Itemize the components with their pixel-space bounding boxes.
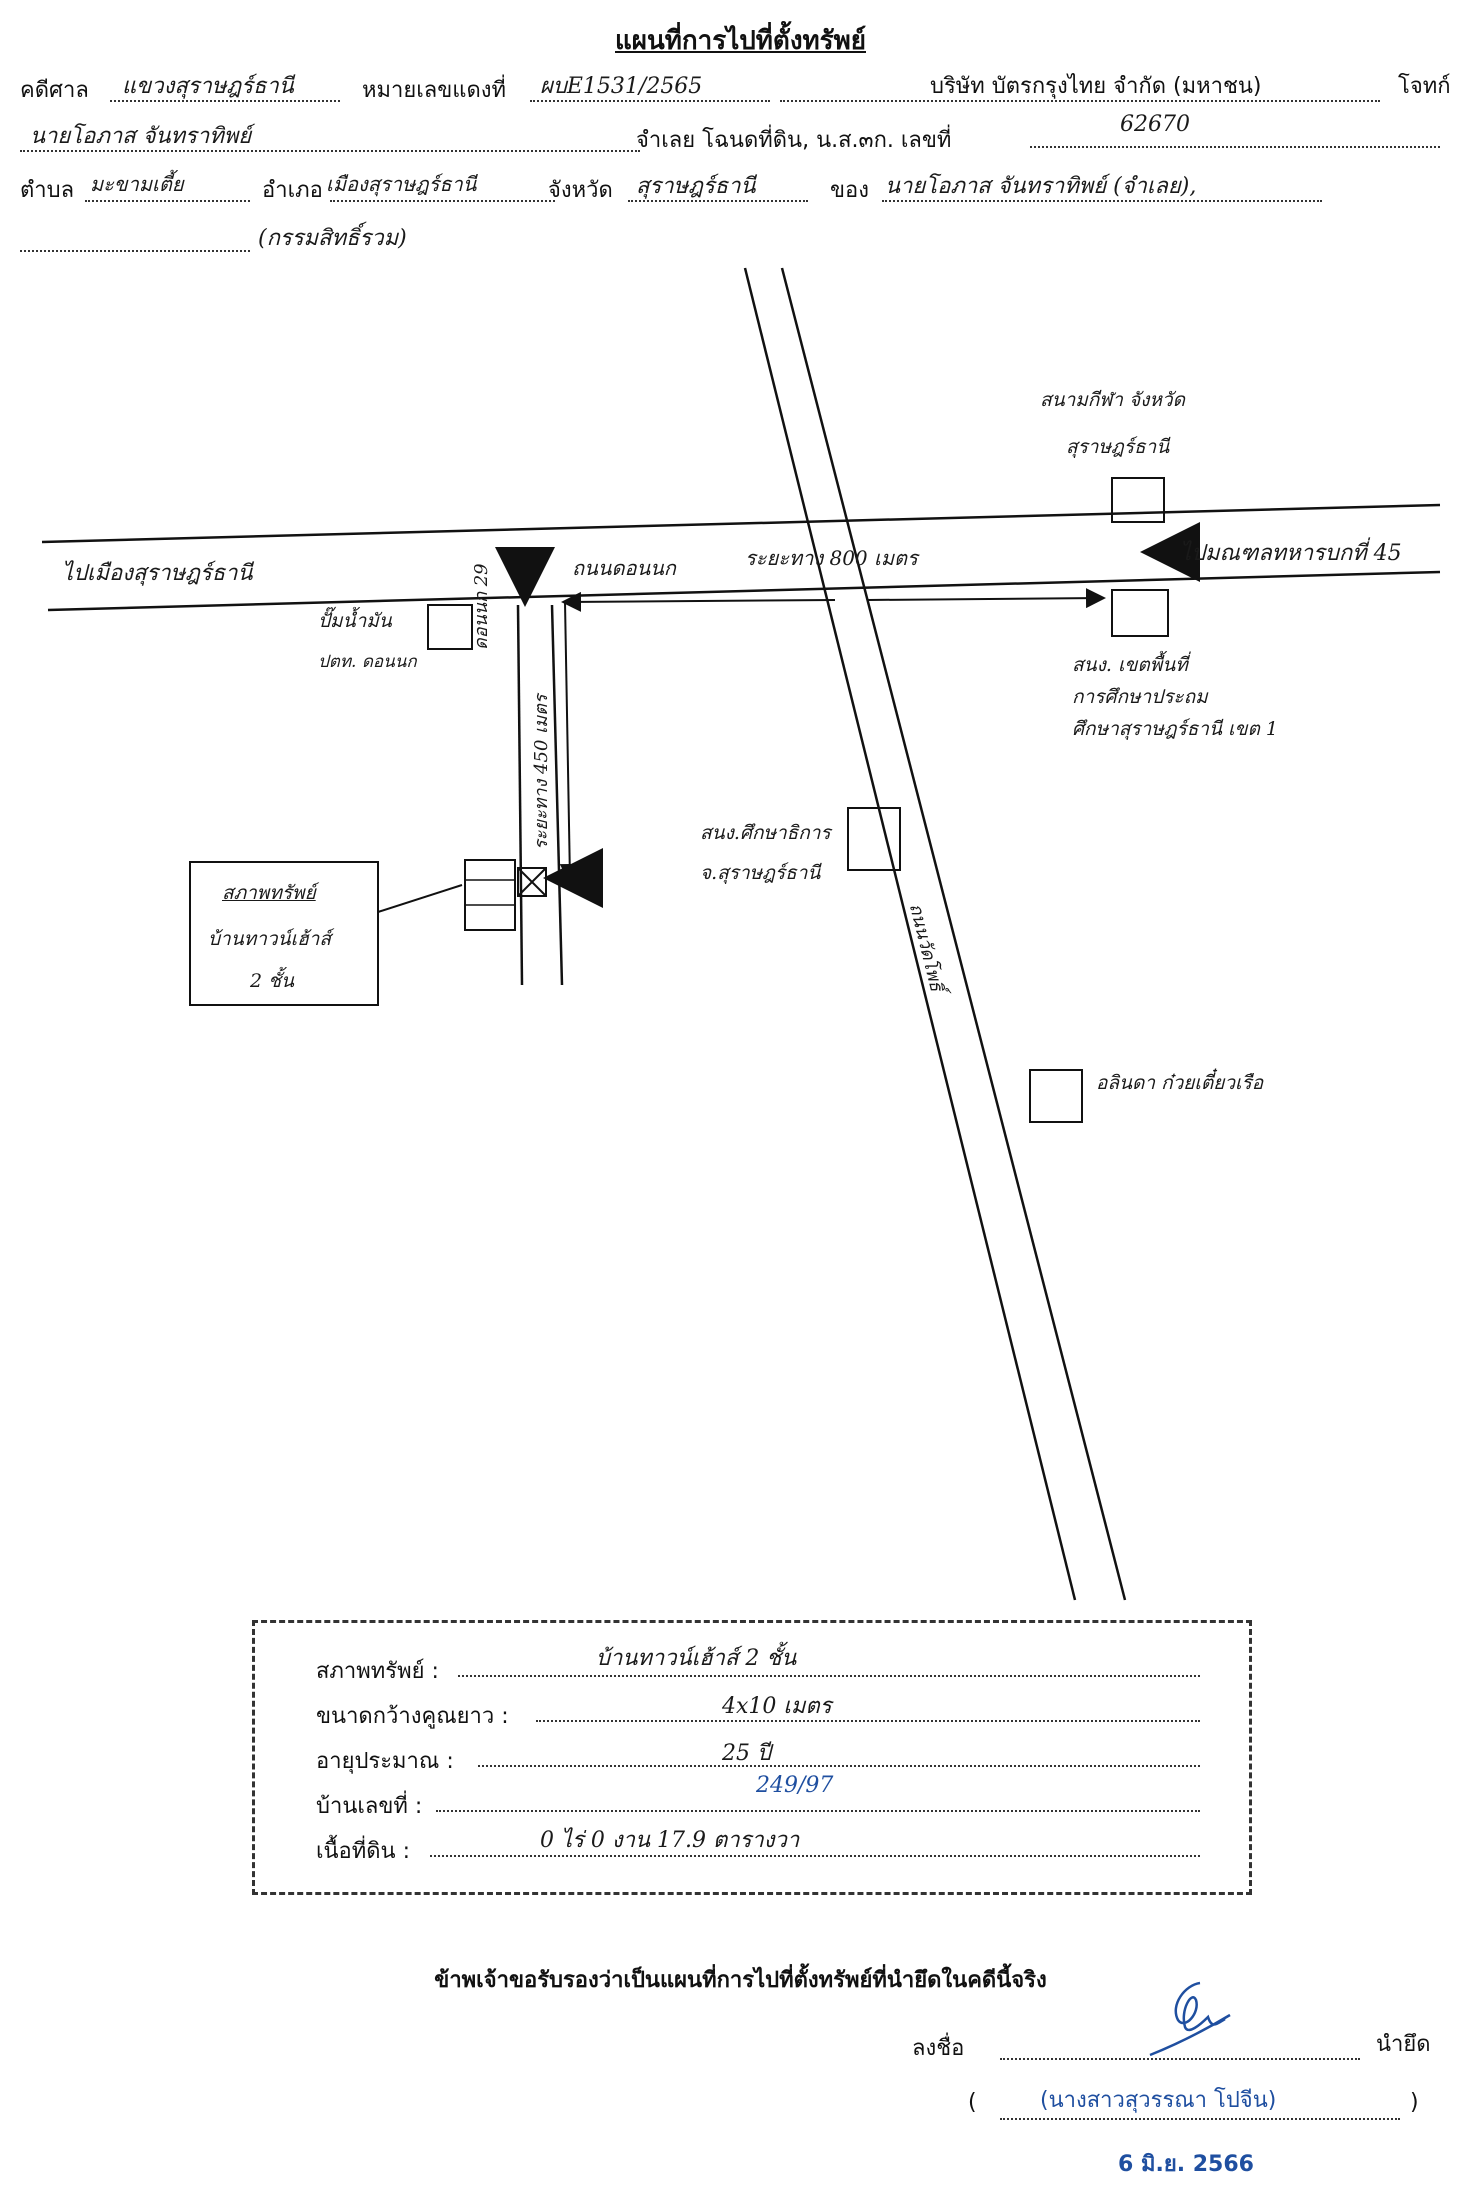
summary-value-condition: บ้านทาวน์เฮ้าส์ 2 ชั้น [596, 1646, 797, 1671]
deed-value: 62670 [1120, 112, 1190, 137]
edu-office-line-2: จ.สุราษฎร์ธานี [700, 862, 821, 884]
name-close-paren: ) [1410, 2090, 1419, 2115]
province-label: จังหวัด [548, 178, 613, 203]
page-title: แผนที่การไปที่ตั้งทรัพย์ [615, 26, 866, 56]
diagonal-road-right-edge [780, 267, 1127, 1601]
main-road-top-edge [41, 503, 1441, 544]
case-number-label: หมายเลขแดงที่ [362, 78, 506, 103]
district-value: เมืองสุราษฎร์ธานี [326, 172, 477, 196]
seizure-role-label: นำยึด [1376, 2032, 1431, 2057]
property-box-floors: 2 ชั้น [250, 970, 295, 992]
edu-office-line-1: สนง.ศึกษาธิการ [700, 822, 831, 844]
court-value: แขวงสุราษฎร์ธานี [122, 74, 294, 99]
to-base-label: ไปมณฑลทหารบกที่ 45 [1180, 541, 1402, 566]
date-stamp: 6 มิ.ย. 2566 [1118, 2152, 1254, 2177]
summary-label-condition: สภาพทรัพย์ : [316, 1659, 439, 1684]
subdistrict-value: มะขามเตี้ย [90, 172, 184, 196]
summary-label-land-area: เนื้อที่ดิน : [316, 1839, 411, 1864]
edu-office-landmark [847, 807, 901, 871]
noodle-shop-label: อลินดา ก๋วยเตี๋ยวเรือ [1096, 1072, 1264, 1094]
townhouse-block [464, 859, 516, 931]
to-city-label: ไปเมืองสุราษฎร์ธานี [62, 561, 253, 586]
summary-label-size: ขนาดกว้างคูณยาว : [316, 1704, 509, 1729]
subdistrict-label: ตำบล [20, 178, 75, 203]
diagonal-road-left-edge [743, 267, 1077, 1601]
name-open-paren: ( [968, 2090, 977, 2115]
owner-note: (กรรมสิทธิ์รวม) [258, 226, 407, 251]
main-road-distance: ระยะทาง 800 เมตร [745, 546, 918, 570]
edu-area-line-2: การศึกษาประถม [1072, 686, 1208, 708]
stadium-line-1: สนามกีฬา จังหวัด [1040, 389, 1185, 411]
stadium-landmark [1111, 477, 1165, 523]
owner-label: ของ [830, 178, 869, 203]
property-marker [517, 867, 547, 897]
gas-station-line-2: ปตท. ดอนนก [318, 652, 417, 672]
summary-label-house-number: บ้านเลขที่ : [316, 1794, 423, 1819]
summary-value-size: 4x10 เมตร [722, 1694, 832, 1719]
court-label: คดีศาล [20, 78, 89, 103]
case-number-value: ผบE1531/2565 [540, 74, 703, 99]
deed-label: จำเลย โฉนดที่ดิน, น.ส.๓ก. เลขที่ [636, 128, 952, 153]
defendant-value: นายโอภาส จันทราทิพย์ [30, 124, 252, 149]
signer-name: (นางสาวสุวรรณา โปจีน) [1040, 2088, 1277, 2113]
district-label: อำเภอ [262, 178, 323, 203]
soi-distance: ระยะทาง 450 เมตร [531, 694, 552, 851]
certification-text: ข้าพเจ้าขอรับรองว่าเป็นแผนที่การไปที่ตั้… [434, 1968, 1047, 1993]
soi-left-edge [516, 604, 524, 986]
plaintiff-value: บริษัท บัตรกรุงไทย จำกัด (มหาชน) [930, 74, 1262, 99]
summary-value-age: 25 ปี [722, 1741, 771, 1766]
main-road-bottom-edge [47, 570, 1441, 612]
province-value: สุราษฎร์ธานี [636, 174, 756, 199]
property-summary-box [252, 1620, 1252, 1895]
edu-area-line-1: สนง. เขตพื้นที่ [1072, 654, 1188, 676]
soi-right-edge [550, 604, 564, 986]
signature-mark [1149, 1981, 1231, 2057]
property-box [189, 861, 379, 1006]
soi-name: ดอนนก 29 [471, 563, 492, 650]
edu-area-office-landmark [1111, 589, 1169, 637]
summary-label-age: อายุประมาณ : [316, 1749, 454, 1774]
plaintiff-label: โจทก์ [1398, 74, 1451, 99]
summary-value-house-number: 249/97 [756, 1773, 834, 1798]
edu-area-line-3: ศึกษาสุราษฎร์ธานี เขต 1 [1072, 718, 1278, 740]
owner-value: นายโอภาส จันทราทิพย์ (จำเลย), [885, 174, 1197, 199]
gas-station-line-1: ปั๊มน้ำมัน [318, 610, 392, 632]
property-box-title: สภาพทรัพย์ [222, 882, 316, 904]
property-box-type: บ้านทาวน์เฮ้าส์ [208, 928, 331, 950]
noodle-shop-landmark [1029, 1069, 1083, 1123]
gas-station-landmark [427, 604, 473, 650]
main-road-name: ถนนดอนนก [572, 556, 676, 580]
sign-label: ลงชื่อ [912, 2036, 965, 2061]
stadium-line-2: สุราษฎร์ธานี [1066, 436, 1170, 458]
summary-value-land-area: 0 ไร่ 0 งาน 17.9 ตารางวา [540, 1828, 800, 1853]
